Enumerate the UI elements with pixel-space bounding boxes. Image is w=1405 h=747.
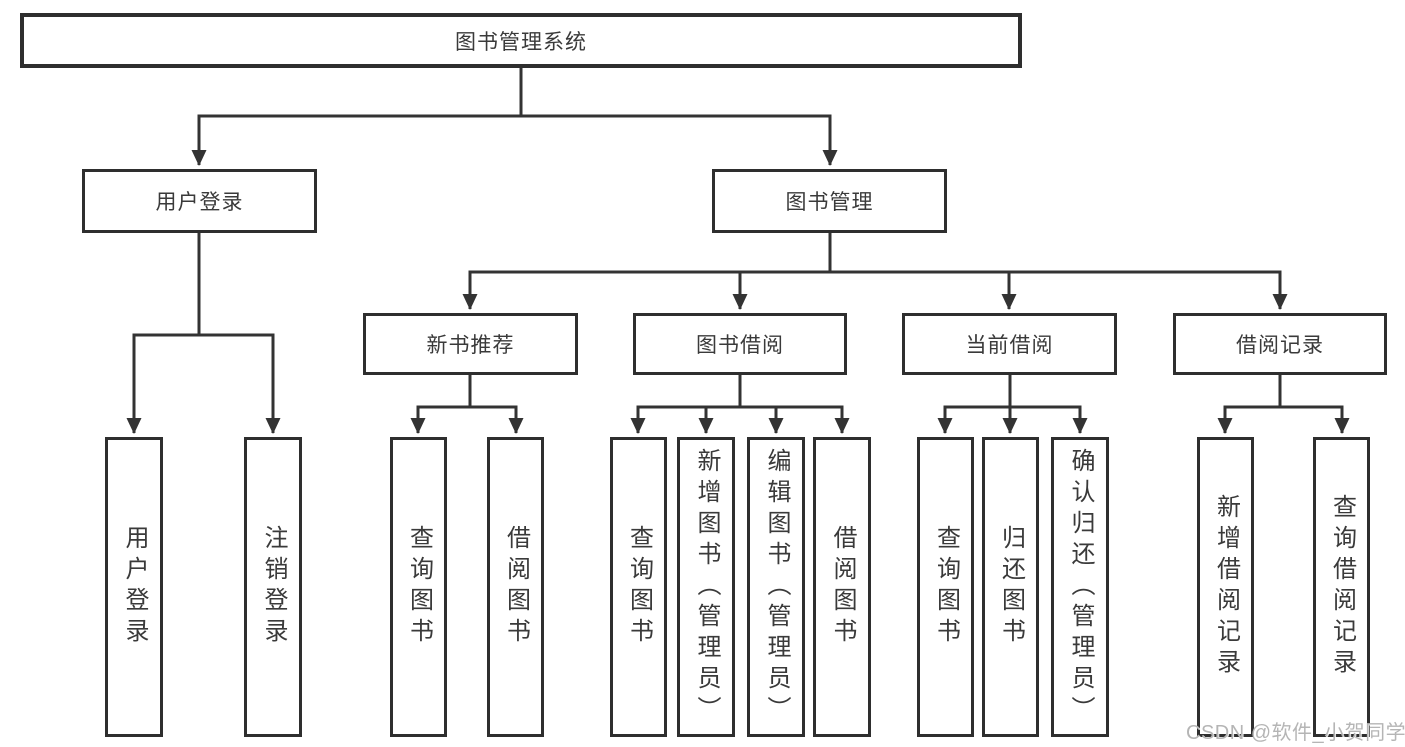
leaf-logout: 注销登录 xyxy=(244,437,302,737)
leaf-add-book-admin: 新增图书（管理员） xyxy=(677,437,735,737)
leaf-query-books-borrow: 查询图书 xyxy=(610,437,667,737)
node-library-system: 图书管理系统 xyxy=(20,13,1022,68)
node-borrow-records: 借阅记录 xyxy=(1173,313,1387,375)
leaf-edit-book-admin: 编辑图书（管理员） xyxy=(747,437,805,737)
csdn-watermark: CSDN @软件_小贺同学 xyxy=(1186,722,1405,744)
leaf-borrow-books-recommend: 借阅图书 xyxy=(487,437,544,737)
leaf-user-login: 用户登录 xyxy=(105,437,163,737)
node-user-login: 用户登录 xyxy=(82,169,317,233)
leaf-borrow-books-borrow: 借阅图书 xyxy=(813,437,871,737)
leaf-return-book: 归还图书 xyxy=(982,437,1039,737)
node-book-management: 图书管理 xyxy=(712,169,947,233)
leaf-query-books-recommend: 查询图书 xyxy=(390,437,447,737)
leaf-query-borrow-record: 查询借阅记录 xyxy=(1313,437,1370,737)
leaf-confirm-return-admin: 确认归还（管理员） xyxy=(1051,437,1109,737)
node-current-borrow: 当前借阅 xyxy=(902,313,1117,375)
node-new-book-recommend: 新书推荐 xyxy=(363,313,578,375)
node-book-borrow: 图书借阅 xyxy=(633,313,847,375)
leaf-query-books-current: 查询图书 xyxy=(917,437,974,737)
leaf-add-borrow-record: 新增借阅记录 xyxy=(1197,437,1254,737)
